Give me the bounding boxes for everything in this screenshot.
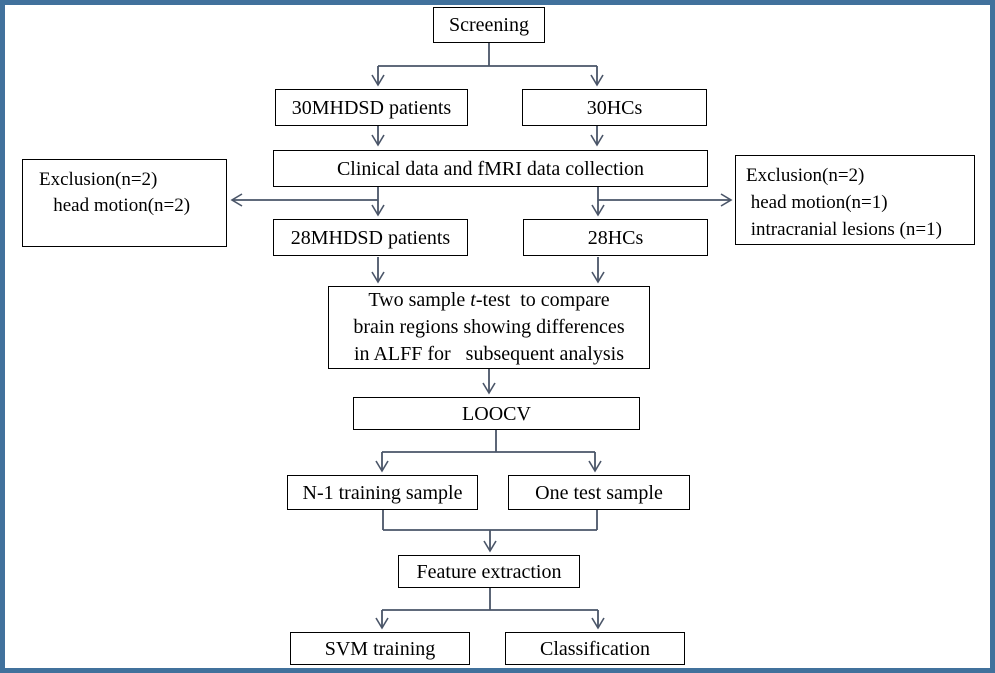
node-classification: Classification <box>505 632 685 665</box>
exclusion-left-line: head motion(n=2) <box>39 195 191 216</box>
node-exclusion-right: Exclusion(n=2) head motion(n=1) intracra… <box>735 155 975 245</box>
node-28hcs-label: 28HCs <box>587 226 644 249</box>
node-feature-extraction: Feature extraction <box>398 555 580 588</box>
node-loocv: LOOCV <box>353 397 640 430</box>
exclusion-right-line: Exclusion(n=2) <box>746 165 865 186</box>
node-exclusion-left: Exclusion(n=2) head motion(n=2) <box>22 159 227 247</box>
ttest-italic-t: t <box>470 289 476 311</box>
node-svm-training-label: SVM training <box>324 637 436 660</box>
node-classification-label: Classification <box>540 637 650 660</box>
node-30hcs: 30HCs <box>522 89 707 126</box>
exclusion-left-line: Exclusion(n=2) <box>39 169 158 190</box>
node-feature-extraction-label: Feature extraction <box>416 560 562 583</box>
node-28mhdsd-patients-label: 28MHDSD patients <box>290 226 451 249</box>
node-30mhdsd-patients-label: 30MHDSD patients <box>291 96 452 119</box>
ttest-line-2: brain regions showing differences <box>353 316 625 338</box>
node-svm-training: SVM training <box>290 632 470 665</box>
node-30mhdsd-patients: 30MHDSD patients <box>275 89 468 126</box>
ttest-line-3: in ALFF for subsequent analysis <box>354 343 624 365</box>
node-28mhdsd-patients: 28MHDSD patients <box>273 219 468 256</box>
node-ttest: Two sample t-test to compare brain regio… <box>328 286 650 369</box>
node-30hcs-label: 30HCs <box>586 96 643 119</box>
node-one-test-sample: One test sample <box>508 475 690 510</box>
exclusion-right-line: head motion(n=1) <box>746 192 888 213</box>
node-n1-training-sample: N-1 training sample <box>287 475 478 510</box>
node-clinical-data-collection-label: Clinical data and fMRI data collection <box>336 157 645 180</box>
exclusion-right-line: intracranial lesions (n=1) <box>746 219 942 240</box>
node-28hcs: 28HCs <box>523 219 708 256</box>
node-one-test-sample-label: One test sample <box>535 481 663 504</box>
node-loocv-label: LOOCV <box>462 402 531 425</box>
node-screening-label: Screening <box>449 14 529 36</box>
ttest-line-1: Two sample t-test to compare <box>368 289 610 311</box>
node-n1-training-sample-label: N-1 training sample <box>302 481 463 504</box>
node-screening: Screening <box>433 7 545 43</box>
node-clinical-data-collection: Clinical data and fMRI data collection <box>273 150 708 187</box>
